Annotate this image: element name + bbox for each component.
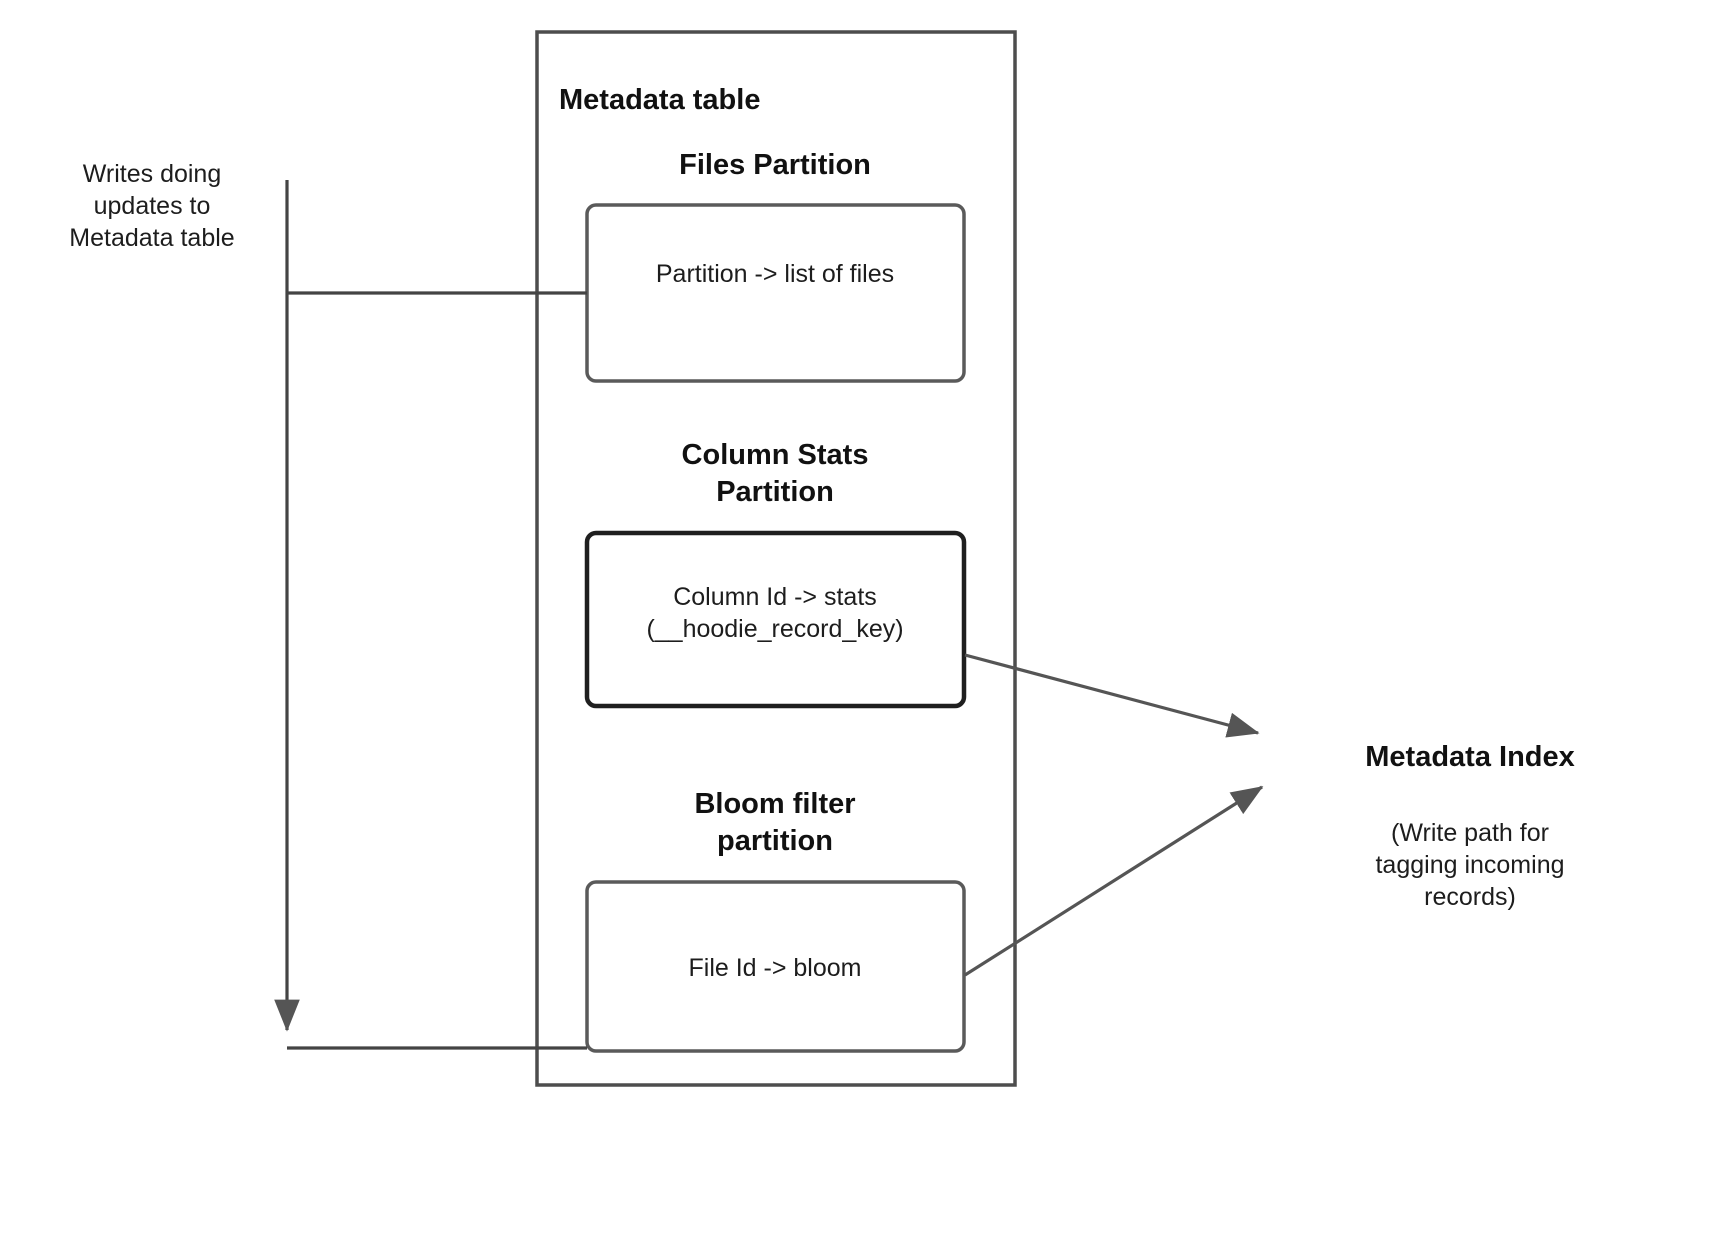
arrow-bloom-to-index	[964, 785, 1264, 977]
files-partition-title: Files Partition	[679, 149, 871, 181]
bloom-filter-partition-title: Bloom filter partition	[694, 788, 856, 858]
metadata-table-title: Metadata table	[559, 84, 761, 116]
files-partition-box	[585, 203, 966, 383]
metadata-table-container	[535, 30, 1017, 1087]
column-stats-partition-title: Column Stats Partition	[681, 439, 869, 509]
metadata-index-title: Metadata Index	[1365, 741, 1575, 773]
arrow-column-stats-to-index	[964, 653, 1260, 738]
metadata-index-note: (Write path for tagging incoming records…	[1375, 819, 1565, 911]
column-stats-partition-box-label: Column Id -> stats (__hoodie_record_key)	[646, 583, 904, 643]
bloom-filter-partition-box-label: File Id -> bloom	[688, 954, 862, 982]
writes-note-label: Writes doing updates to Metadata table	[69, 160, 235, 252]
files-partition-box-label: Partition -> list of files	[655, 260, 895, 288]
